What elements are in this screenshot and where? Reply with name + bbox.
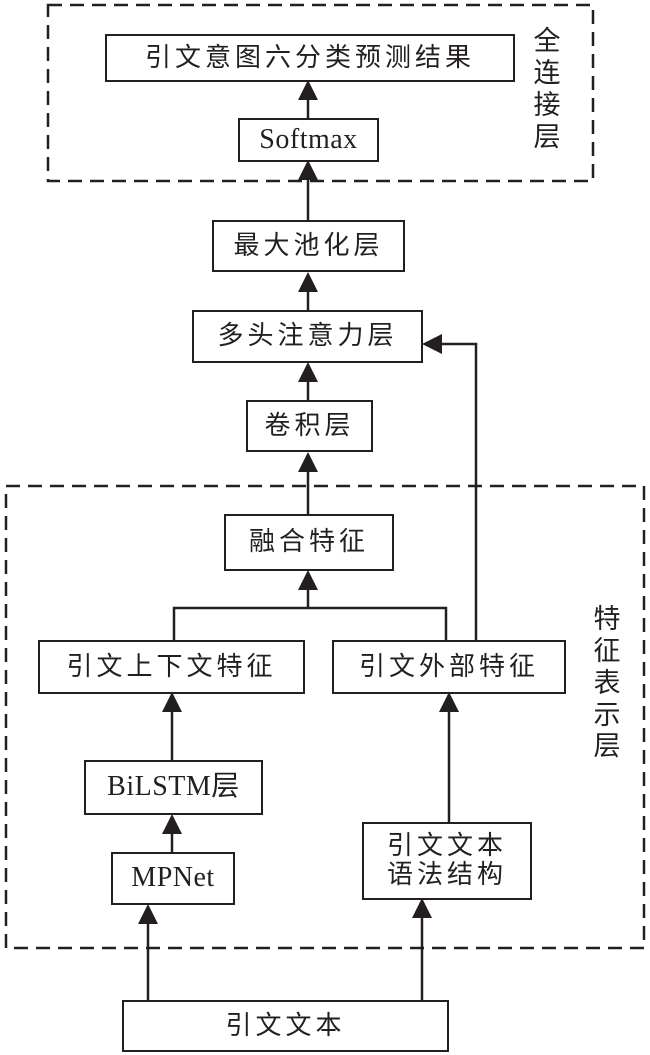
fusion-node: 融合特征 xyxy=(224,514,394,571)
arrowhead xyxy=(162,692,182,712)
arrowhead xyxy=(422,334,442,354)
arrowhead xyxy=(298,160,318,180)
arrowhead xyxy=(298,272,318,292)
arrowhead xyxy=(298,452,318,472)
maxpool-node: 最大池化层 xyxy=(212,220,405,272)
context-feature-node: 引文上下文特征 xyxy=(38,640,305,694)
arrowhead xyxy=(298,362,318,382)
arrowhead xyxy=(298,80,318,100)
arrowhead xyxy=(298,570,318,590)
result-node: 引文意图六分类预测结果 xyxy=(105,34,515,82)
fc-layer-label: 全连接层 xyxy=(533,26,561,153)
arrowhead xyxy=(162,814,182,834)
softmax-node: Softmax xyxy=(238,118,379,162)
external-feature-node: 引文外部特征 xyxy=(332,640,566,694)
arrowhead xyxy=(138,904,158,924)
conv-node: 卷积层 xyxy=(246,400,373,452)
mpnet-node: MPNet xyxy=(111,852,235,905)
syntax-node: 引文文本 语法结构 xyxy=(362,822,532,900)
arrowhead xyxy=(439,692,459,712)
bilstm-node: BiLSTM层 xyxy=(84,760,263,815)
arrowhead xyxy=(412,898,432,918)
edge-external-mha xyxy=(442,342,478,640)
feature-layer-group xyxy=(4,484,646,950)
multi-head-attention-node: 多头注意力层 xyxy=(192,310,423,363)
edge-context-external-fusion xyxy=(172,606,448,640)
feature-layer-label: 特征表示层 xyxy=(593,604,621,763)
input-node: 引文文本 xyxy=(122,1000,449,1052)
fc-layer-group xyxy=(46,3,595,183)
